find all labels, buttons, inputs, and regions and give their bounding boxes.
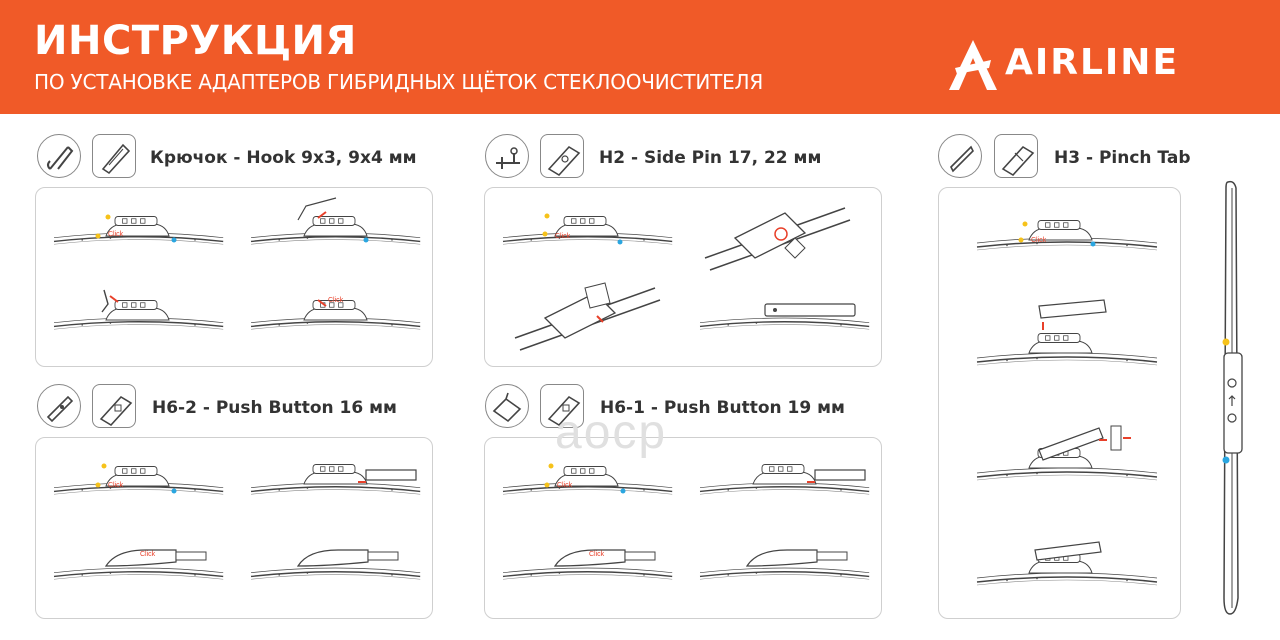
push-button-19-adapter-icon	[485, 384, 529, 428]
click-label: Click	[589, 551, 605, 558]
watermark: aocp	[555, 406, 668, 459]
wiper-blade-vertical	[1212, 178, 1252, 618]
panel-h3: Click	[938, 187, 1181, 619]
click-label: Click	[140, 551, 156, 558]
push-button-16-adapter-icon	[37, 384, 81, 428]
pinch-tab-clip-icon	[994, 134, 1038, 178]
page-subtitle: ПО УСТАНОВКЕ АДАПТЕРОВ ГИБРИДНЫХ ЩЁТОК С…	[34, 70, 764, 94]
airline-logo: AIRLINE	[945, 38, 1245, 92]
panel-h6-2: Click Click	[35, 437, 433, 619]
push-button-19-clip-icon	[540, 384, 584, 428]
click-label: Click	[108, 482, 124, 489]
click-label: Click	[108, 231, 124, 238]
panel-hook: Click Click	[35, 187, 433, 367]
hook-clip-icon	[92, 134, 136, 178]
side-pin-adapter-icon	[485, 134, 529, 178]
section-title-hook: Крючок - Hook 9x3, 9x4 мм	[150, 148, 417, 168]
click-label: Click	[555, 233, 571, 240]
airline-logo-icon	[949, 40, 997, 90]
push-button-16-clip-icon	[92, 384, 136, 428]
click-label: Click	[1031, 237, 1047, 244]
panel-h6-1: Click Click	[484, 437, 882, 619]
panel-h2: Click	[484, 187, 882, 367]
section-title-h2: H2 - Side Pin 17, 22 мм	[599, 148, 822, 168]
click-label: Click	[557, 482, 573, 489]
pinch-tab-adapter-icon	[938, 134, 982, 178]
click-label: Click	[328, 297, 344, 304]
section-title-h6-1: H6-1 - Push Button 19 мм	[600, 398, 845, 418]
header-banner: ИНСТРУКЦИЯ ПО УСТАНОВКЕ АДАПТЕРОВ ГИБРИД…	[0, 0, 1280, 114]
page-title: ИНСТРУКЦИЯ	[34, 18, 357, 64]
section-title-h3: H3 - Pinch Tab	[1054, 148, 1191, 168]
logo-text: AIRLINE	[1005, 42, 1180, 83]
hook-adapter-icon	[37, 134, 81, 178]
section-title-h6-2: H6-2 - Push Button 16 мм	[152, 398, 397, 418]
side-pin-clip-icon	[540, 134, 584, 178]
